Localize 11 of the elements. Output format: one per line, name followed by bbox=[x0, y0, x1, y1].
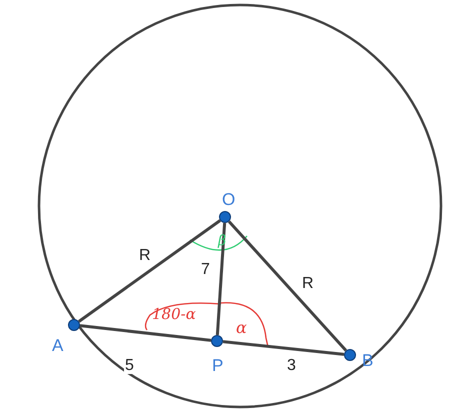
point-label: A bbox=[52, 337, 64, 354]
angle-label: α bbox=[236, 320, 247, 336]
point-label: O bbox=[222, 191, 236, 208]
angle-label: 180-α bbox=[152, 307, 196, 322]
point-label: P bbox=[212, 357, 224, 374]
line-segment bbox=[80, 324, 212, 342]
line-segment bbox=[78, 219, 221, 323]
line-segment bbox=[222, 340, 344, 356]
line-segment bbox=[228, 220, 348, 352]
edge-label: 5 bbox=[124, 358, 135, 374]
line-segment bbox=[216, 222, 226, 336]
